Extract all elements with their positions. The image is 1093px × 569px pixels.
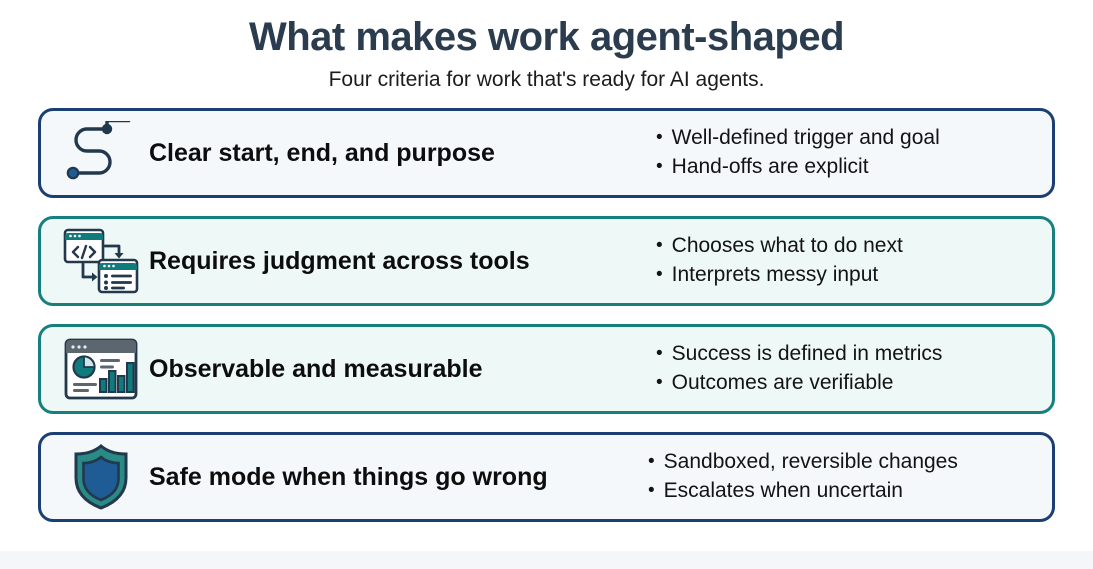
card-heading: Observable and measurable [149,354,483,383]
page-title: What makes work agent-shaped [248,15,845,59]
card-bullet-list: • Success is defined in metrics • Outcom… [642,341,1038,397]
dashboard-charts-icon [63,334,139,404]
bullet-text: Interprets messy input [671,263,879,287]
bullet-text: Well-defined trigger and goal [671,126,940,150]
bullet-text: Hand-offs are explicit [671,155,869,179]
code-window-list-window-icon [63,226,139,296]
criteria-card-list: Clear start, end, and purpose • Well-def… [0,108,1093,523]
list-item: • Chooses what to do next [656,233,1038,260]
bullet-text: Outcomes are verifiable [671,371,894,395]
path-flag-icon [63,118,139,188]
bullet-dot-icon: • [656,372,663,394]
criteria-card-requires-judgment: Requires judgment across tools • Chooses… [38,216,1055,307]
card-bullet-list: • Sandboxed, reversible changes • Escala… [634,449,1038,505]
bullet-dot-icon: • [656,127,663,149]
list-item: • Success is defined in metrics [656,341,1038,368]
bullet-dot-icon: • [656,156,663,178]
card-bullet-list: • Well-defined trigger and goal • Hand-o… [642,125,1038,181]
bullet-dot-icon: • [656,343,663,365]
bullet-dot-icon: • [656,264,663,286]
criteria-card-clear-start-end-purpose: Clear start, end, and purpose • Well-def… [38,108,1055,199]
criteria-card-safe-mode: Safe mode when things go wrong • Sandbox… [38,432,1055,523]
bullet-text: Success is defined in metrics [671,342,943,366]
list-item: • Outcomes are verifiable [656,370,1038,397]
card-heading: Clear start, end, and purpose [149,138,495,167]
criteria-card-observable-measurable: Observable and measurable • Success is d… [38,324,1055,415]
bullet-dot-icon: • [656,235,663,257]
bullet-text: Escalates when uncertain [663,479,903,503]
card-bullet-list: • Chooses what to do next • Interprets m… [642,233,1038,289]
list-item: • Sandboxed, reversible changes [648,449,1038,476]
list-item: • Interprets messy input [656,262,1038,289]
bullet-dot-icon: • [648,451,655,473]
bottom-strip [0,551,1093,569]
card-heading: Safe mode when things go wrong [149,462,548,491]
bullet-text: Sandboxed, reversible changes [663,450,958,474]
card-heading: Requires judgment across tools [149,246,530,275]
list-item: • Hand-offs are explicit [656,154,1038,181]
list-item: • Well-defined trigger and goal [656,125,1038,152]
list-item: • Escalates when uncertain [648,478,1038,505]
bullet-dot-icon: • [648,480,655,502]
page-subtitle: Four criteria for work that's ready for … [328,68,765,92]
bullet-text: Chooses what to do next [671,234,903,258]
header: What makes work agent-shaped Four criter… [0,0,1093,91]
shield-icon [63,442,139,512]
